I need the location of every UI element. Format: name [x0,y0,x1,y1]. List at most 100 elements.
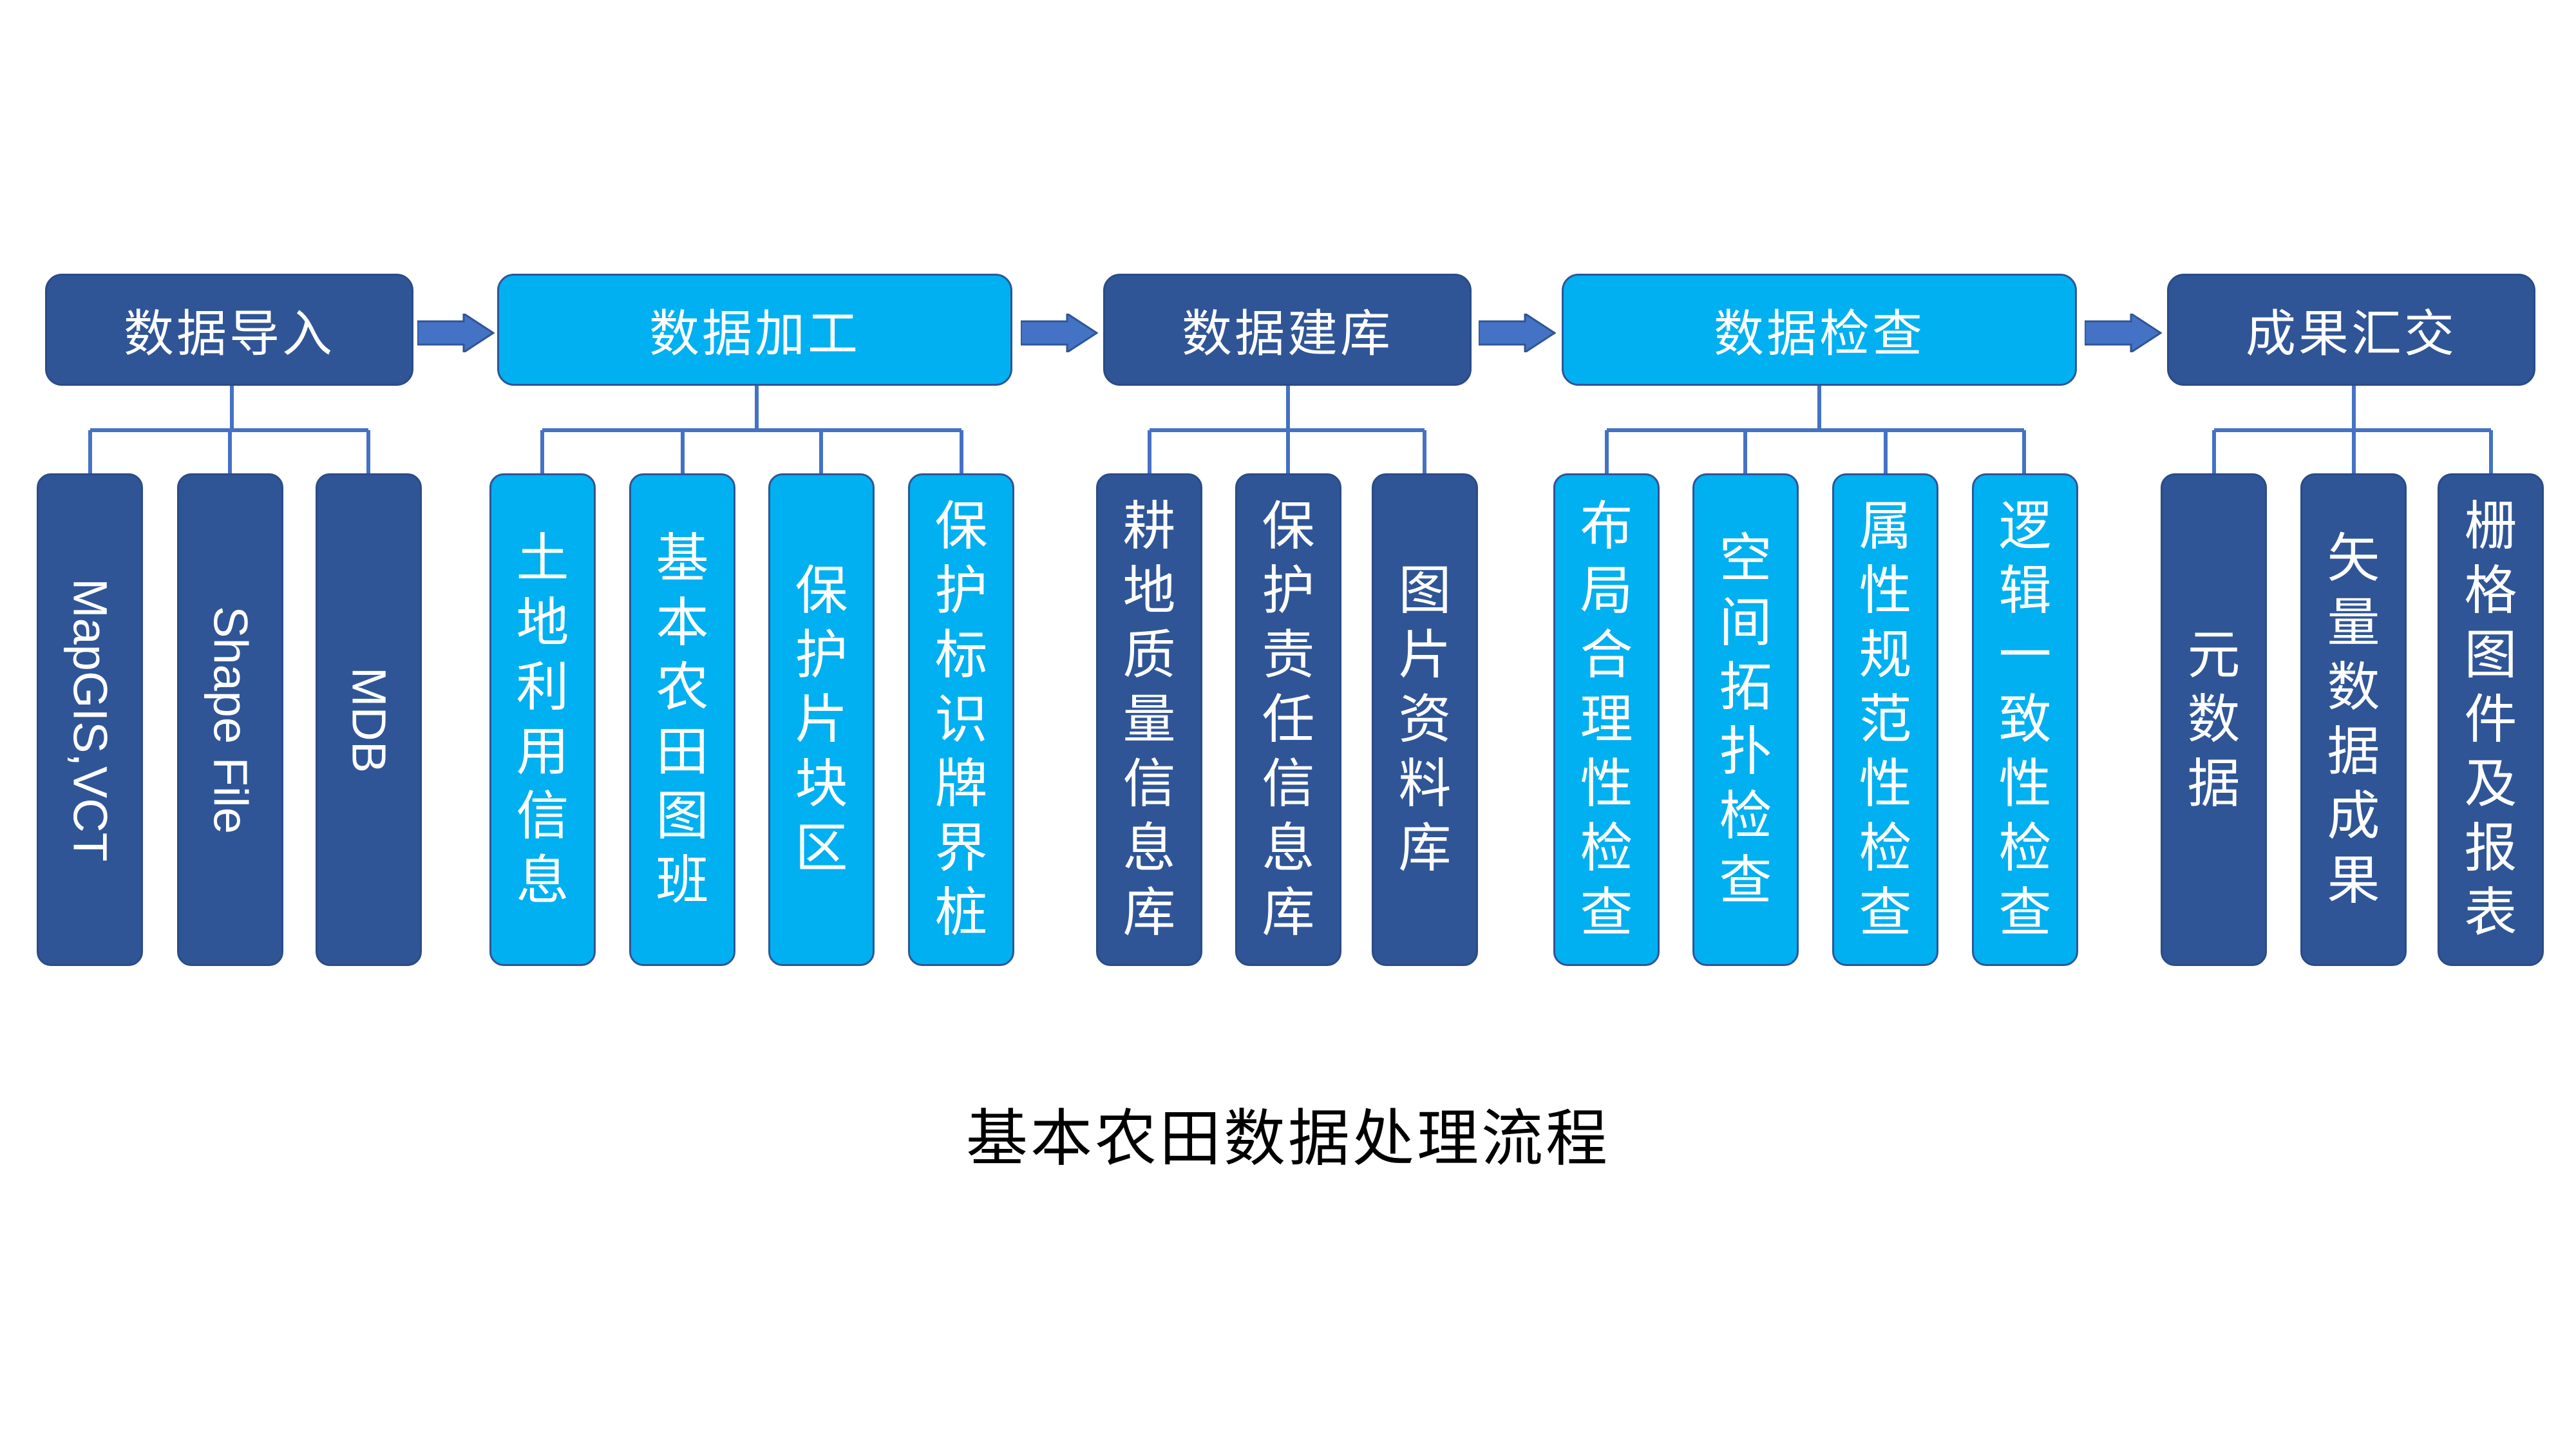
sub-box-label: 布局合理性检查 [1555,475,1658,964]
stage-label: 数据检查 [1713,305,1925,363]
sub-box-char: 表 [2464,882,2517,943]
sub-box: 保护标识牌界桩 [908,473,1014,966]
flow-arrow-icon [417,314,495,352]
sub-box-char: 果 [2327,849,2380,911]
sub-box-char: 农 [656,656,709,718]
sub-box-char: 属 [1859,495,1912,557]
sub-box-char: 块 [795,753,848,815]
sub-box-label: 矢量数据成果 [2302,475,2405,964]
sub-box: MDB [316,473,422,966]
stage-label: 数据建库 [1181,305,1393,363]
sub-box-char: 图 [1398,560,1452,621]
sub-box: 属性规范性检查 [1832,473,1938,966]
sub-box-char: 护 [934,560,988,621]
sub-box-label: MDB [342,667,395,773]
sub-box-char: 息 [1122,817,1176,879]
sub-box-char: 区 [795,817,848,879]
sub-box-char: 信 [1122,753,1176,815]
sub-box-char: 库 [1122,882,1176,943]
sub-box-char: 责 [1262,624,1315,686]
sub-box: 元数据 [2161,473,2267,966]
sub-box-char: 范 [1859,688,1912,750]
sub-box-char: 性 [1580,753,1633,815]
sub-box-char: 致 [1998,688,2052,750]
sub-box-char: 界 [934,817,988,879]
sub-box: 图片资料库 [1372,473,1478,966]
sub-box-char: 合 [1580,624,1633,686]
sub-box-char: 库 [1262,882,1315,943]
sub-box: 矢量数据成果 [2300,473,2407,966]
sub-box-label: 元数据 [2163,475,2265,964]
sub-box-char: 质 [1122,624,1176,686]
sub-box-char: 据 [2327,721,2380,782]
stage-label: 成果汇交 [2245,305,2457,363]
sub-box-char: 片 [795,688,848,750]
sub-box-char: 片 [1398,624,1452,686]
sub-box: 保护片块区 [768,473,875,966]
sub-box-char: 班 [656,849,709,911]
sub-box-char: 查 [1998,882,2052,943]
sub-box-char: 资 [1398,688,1452,750]
sub-box-char: 查 [1859,882,1912,943]
sub-box-char: 土 [516,527,569,589]
sub-box-char: 查 [1719,849,1772,911]
sub-box: 保护责任信息库 [1235,473,1341,966]
sub-box-char: 图 [656,785,709,847]
sub-box-label: 保护片块区 [770,475,873,964]
sub-box-label: 耕地质量信息库 [1098,475,1200,964]
diagram-caption: 基本农田数据处理流程 [966,1103,1610,1175]
sub-box-char: 标 [934,624,988,686]
sub-box-label: 栅格图件及报表 [2439,475,2542,964]
sub-box-char: 量 [1122,688,1176,750]
sub-box-char: 保 [934,495,988,557]
sub-box-char: 保 [795,560,848,621]
flow-arrow-icon [2085,314,2162,352]
sub-box-label: 图片资料库 [1374,475,1476,964]
sub-box-char: 元 [2187,624,2240,686]
sub-box-char: 田 [656,721,709,782]
sub-box-label: 逻辑一致性检查 [1974,475,2076,964]
sub-box-char: 检 [1859,817,1912,879]
sub-box-char: 用 [516,721,569,782]
sub-box-char: 一 [1998,624,2052,686]
stage-label: 数据导入 [123,305,335,363]
sub-box: 栅格图件及报表 [2438,473,2544,966]
sub-box-char: 报 [2464,817,2517,879]
sub-box-char: 件 [2464,688,2517,750]
sub-box-char: 基 [656,527,709,589]
sub-box: 逻辑一致性检查 [1972,473,2078,966]
sub-box-char: 性 [1998,753,2052,815]
sub-box-label: 属性规范性检查 [1834,475,1937,964]
sub-box-label: 空间拓扑检查 [1694,475,1797,964]
stage-label: 数据加工 [649,305,860,363]
sub-box-char: 规 [1859,624,1912,686]
sub-box-char: 护 [1262,560,1315,621]
sub-box-char: 信 [1262,753,1315,815]
sub-box-char: 识 [934,688,988,750]
sub-box-char: 局 [1580,560,1633,621]
sub-box-char: 地 [516,592,569,654]
sub-box-char: 地 [1122,560,1176,621]
sub-box-char: 栅 [2464,495,2517,557]
sub-box-label: 基本农田图班 [631,475,734,964]
sub-box-char: 耕 [1122,495,1176,557]
sub-box-char: 护 [795,624,848,686]
sub-box-char: 保 [1262,495,1315,557]
sub-box-char: 格 [2464,560,2517,621]
sub-box: Shape File [177,473,283,966]
stage-checking: 数据检查 [1562,274,2077,386]
sub-box-char: 任 [1262,688,1315,750]
sub-box-char: 料 [1398,753,1452,815]
sub-box: 耕地质量信息库 [1096,473,1202,966]
sub-box-char: 性 [1859,560,1912,621]
sub-box-label: 保护责任信息库 [1237,475,1340,964]
sub-box-char: 本 [656,592,709,654]
sub-box-char: 息 [1262,817,1315,879]
sub-box-char: 扑 [1719,721,1772,782]
sub-box-char: 拓 [1719,656,1772,718]
sub-box-char: 矢 [2327,527,2380,589]
sub-box-char: 桩 [934,882,988,943]
sub-box-char: 查 [1580,882,1633,943]
sub-box-char: 成 [2327,785,2380,847]
